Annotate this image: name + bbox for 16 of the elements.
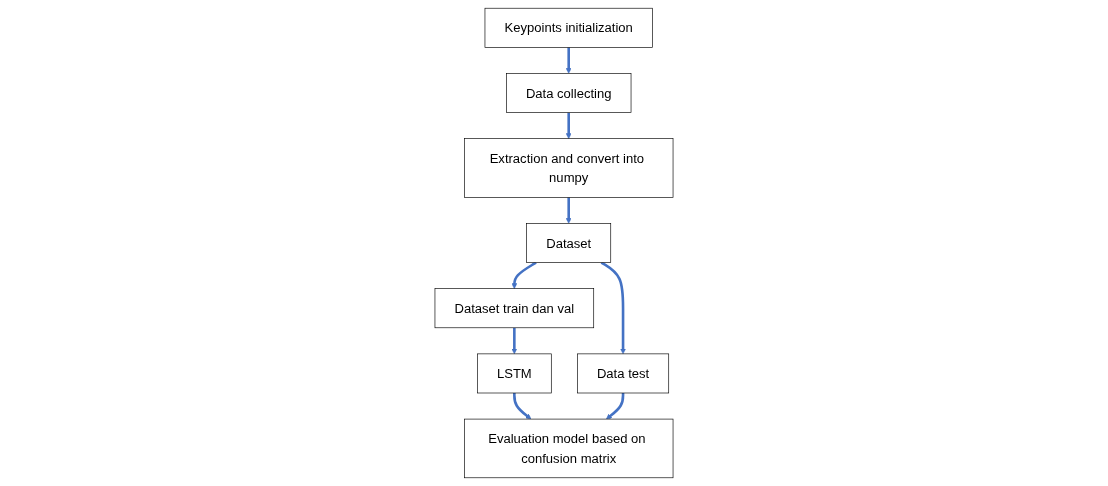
arrow <box>565 197 572 224</box>
node-box: Data test <box>577 353 670 394</box>
arrow <box>606 393 625 420</box>
node-box: Dataset <box>526 223 612 263</box>
arrow <box>600 261 626 355</box>
arrow <box>511 261 537 289</box>
arrow <box>513 393 532 420</box>
node-box: Keypoints initialization <box>484 7 653 48</box>
node-box: Evaluation model based on confusion matrix <box>464 418 674 479</box>
node-box: Data collecting <box>506 73 632 113</box>
arrow <box>565 112 572 139</box>
arrow <box>511 327 518 355</box>
node-box: LSTM <box>477 353 552 394</box>
node-box: Extraction and convert into numpy <box>464 138 674 198</box>
node-box: Dataset train dan val <box>434 288 595 329</box>
arrow <box>565 47 572 74</box>
